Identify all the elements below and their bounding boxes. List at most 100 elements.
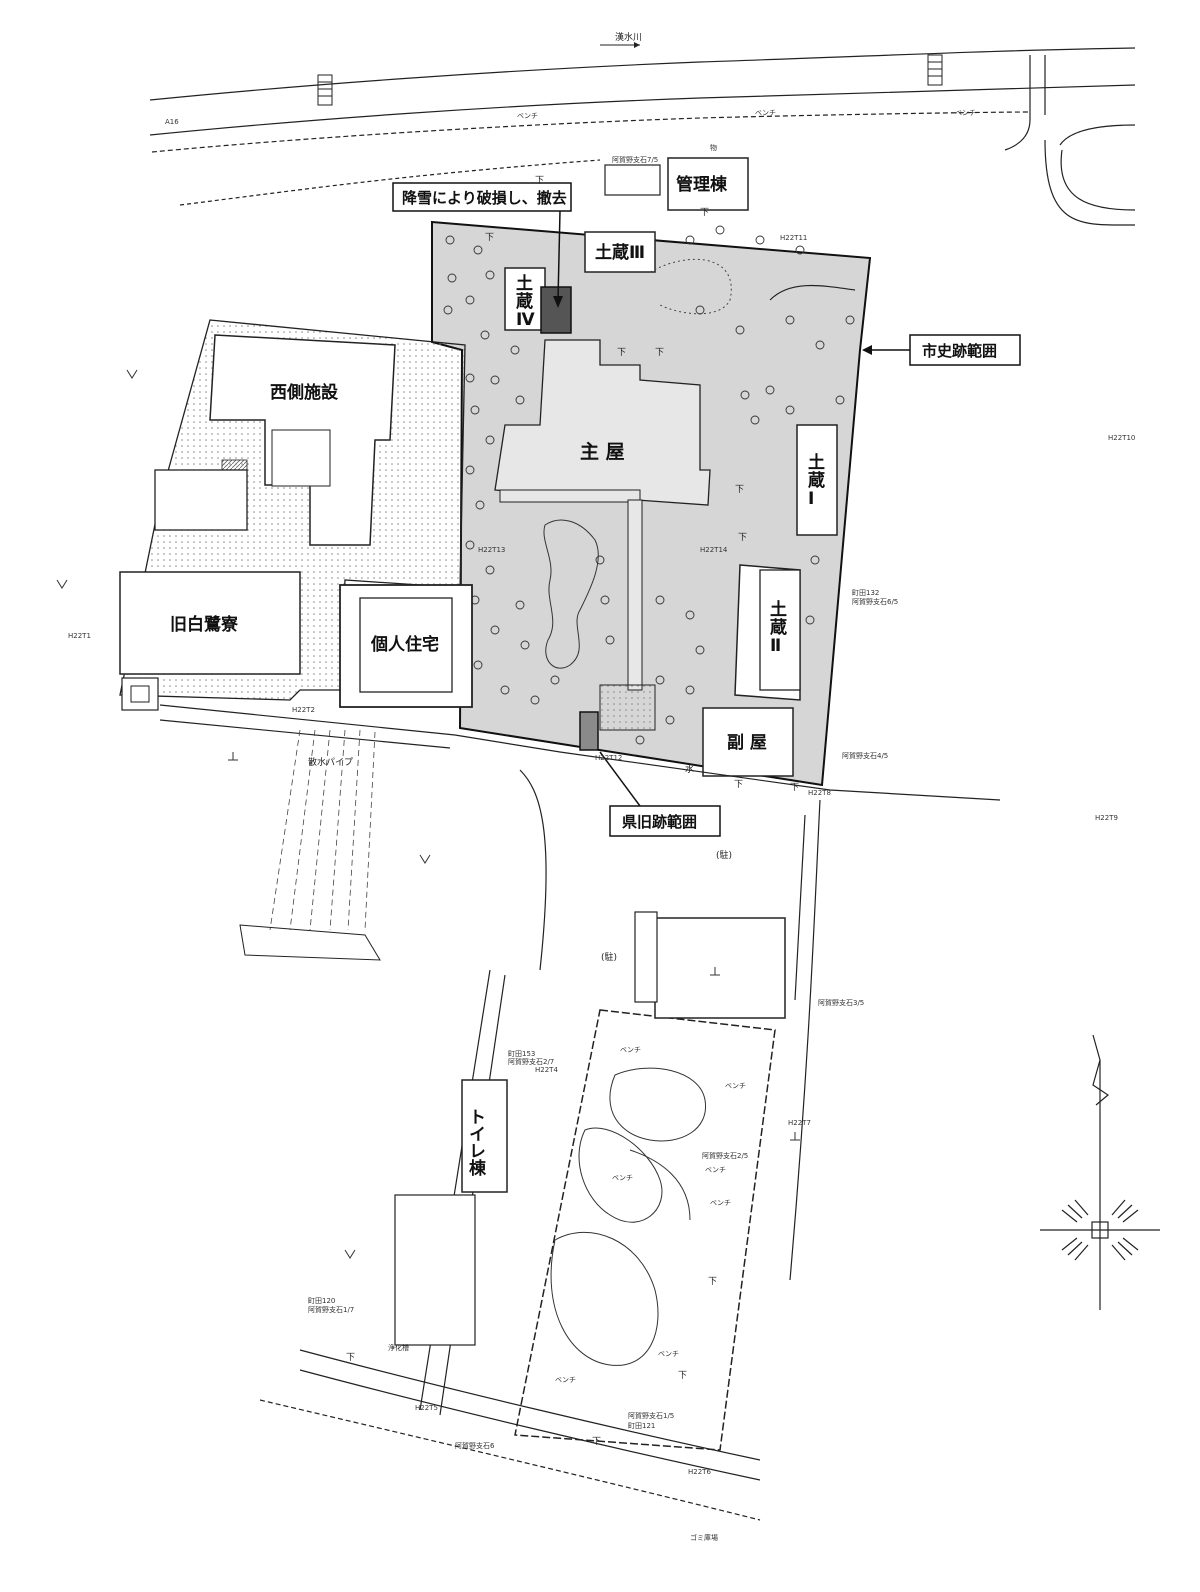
callout-removed-leader xyxy=(557,210,561,301)
marker-shita-7: 下 xyxy=(738,533,747,543)
survey-h22t14: H22T14 xyxy=(700,546,728,554)
bench-label-1: ベンチ xyxy=(620,1046,641,1054)
marker-shita-12: 下 xyxy=(346,1353,355,1363)
label-dozo4-num: Ⅳ xyxy=(516,310,535,330)
stone-paving xyxy=(599,684,656,731)
river-label: 漢水川 xyxy=(615,31,642,43)
label-dozo2-mid: 蔵 xyxy=(770,617,787,638)
label-omoya: 主 屋 xyxy=(580,441,625,463)
building-kanri xyxy=(667,157,749,211)
label-dozo2-num: Ⅱ xyxy=(770,636,781,656)
note-2: 阿賀野支石6/5 xyxy=(852,597,898,606)
survey-h22t2: H22T2 xyxy=(292,706,315,714)
bench-label-2: ベンチ xyxy=(725,1082,746,1090)
marker-shita-9: 下 xyxy=(734,780,743,790)
survey-h22t6: H22T6 xyxy=(688,1468,711,1476)
survey-h22t9: H22T9 xyxy=(1095,814,1118,822)
survey-points: H22T1 H22T2 H22T4 H22T5 H22T6 H22T7 H22T… xyxy=(68,118,1135,1476)
nishigawa-courtyard xyxy=(271,429,331,487)
bench-label-6: ベンチ xyxy=(658,1350,679,1358)
river-bank-road xyxy=(149,47,1136,206)
bench-label-10: ベンチ xyxy=(955,109,976,117)
gate xyxy=(121,677,159,711)
label-parking-2: (駐) xyxy=(716,849,732,861)
survey-h22t11: H22T11 xyxy=(780,234,807,242)
callout-pref-site: 県旧跡範囲 xyxy=(622,813,697,831)
marker-shita-4: 下 xyxy=(617,348,626,358)
gate-inner xyxy=(130,685,150,703)
label-fukuya: 副 屋 xyxy=(727,733,767,753)
south-road xyxy=(259,1349,761,1521)
label-drain-pipe: 散水パイプ xyxy=(308,756,353,768)
note-7: 阿賀野支石1/5 xyxy=(628,1411,674,1420)
label-dozo4-top: 土 xyxy=(516,273,533,294)
building-dozo2-inner xyxy=(759,569,801,691)
marker-shita-10: 下 xyxy=(708,1277,717,1287)
survey-a16: A16 xyxy=(165,118,179,126)
note-13: 町田121 xyxy=(628,1422,655,1430)
courtyard-pond xyxy=(543,519,599,669)
note-11: 町田153 xyxy=(508,1050,535,1058)
callout-removed-box xyxy=(392,182,572,212)
survey-h22t12: H22T12 xyxy=(595,754,622,762)
note-14: 浄化槽 xyxy=(388,1343,409,1352)
pref-site-area xyxy=(579,711,599,751)
marker-shita-6: 下 xyxy=(735,485,744,495)
building-kanri-annex xyxy=(604,164,661,196)
label-kanri: 管理棟 xyxy=(676,174,728,195)
bench-label-9: ベンチ xyxy=(755,109,776,117)
park-path xyxy=(629,1149,691,1221)
survey-h22t8: H22T8 xyxy=(808,789,831,797)
boundary-notes: 阿賀野支石7/5 阿賀野支石6/5 阿賀野支石4/5 阿賀野支石3/5 阿賀野支… xyxy=(308,155,898,1542)
building-dozo4 xyxy=(504,267,546,331)
label-dozo1-num: Ⅰ xyxy=(808,489,814,509)
label-dozo1-mid: 蔵 xyxy=(808,470,825,491)
building-fukuya xyxy=(702,707,794,777)
label-mono: 物 xyxy=(710,143,717,152)
walkway xyxy=(627,499,643,691)
callout-pref-site-box xyxy=(609,805,721,837)
bench-labels: ベンチ ベンチ ベンチ ベンチ ベンチ ベンチ ベンチ ベンチ ベンチ ベンチ xyxy=(517,109,976,1384)
corridor xyxy=(499,489,641,503)
river-arrow-head xyxy=(634,42,640,48)
label-kojin: 個人住宅 xyxy=(370,634,439,655)
note-8: 阿賀野支石1/7 xyxy=(308,1305,354,1314)
removed-building xyxy=(540,286,572,334)
garden-path-ne xyxy=(649,258,732,315)
marker-mizu: 水 xyxy=(685,763,694,775)
river-steps xyxy=(317,54,943,106)
note-4: 阿賀野支石3/5 xyxy=(818,998,864,1007)
park-pond-lower xyxy=(550,1231,659,1366)
building-kojin xyxy=(359,597,453,693)
callout-removed: 降雪により破損し、撤去 xyxy=(402,189,567,207)
label-dozo4-mid: 蔵 xyxy=(516,291,533,312)
building-kyushirasagi xyxy=(119,571,301,675)
park-pond-upper xyxy=(609,1067,706,1142)
survey-h22t13: H22T13 xyxy=(478,546,505,554)
building-omoya xyxy=(494,339,711,506)
bench-label-4: ベンチ xyxy=(612,1174,633,1182)
marker-shita-2: 下 xyxy=(485,233,494,243)
bench-label-7: ベンチ xyxy=(555,1376,576,1384)
drain-pipe xyxy=(269,729,376,931)
label-dozo2-top: 土 xyxy=(770,599,787,620)
drain-basin xyxy=(239,924,381,961)
callout-city-site-arrowhead xyxy=(862,345,872,355)
building-dozo1 xyxy=(796,424,838,536)
parking-building xyxy=(654,917,786,1019)
survey-h22t1: H22T1 xyxy=(68,632,91,640)
label-toilet: トイレ棟 xyxy=(465,1108,486,1177)
strip-lot xyxy=(394,1194,476,1346)
marker-shita-5: 下 xyxy=(655,348,664,358)
marker-shita-3: 下 xyxy=(700,208,709,218)
nishigawa-stair xyxy=(221,459,248,471)
note-5: 阿賀野支石2/5 xyxy=(702,1151,748,1160)
building-toilet xyxy=(461,1079,508,1193)
label-kyushirasagi: 旧白鷺寮 xyxy=(170,614,238,635)
callout-removed-arrowhead xyxy=(553,296,563,308)
survey-h22t4: H22T4 xyxy=(535,1066,558,1074)
label-nishigawa: 西側施設 xyxy=(270,382,339,403)
park-outline xyxy=(514,1009,776,1451)
bench-label-5: ベンチ xyxy=(710,1199,731,1207)
